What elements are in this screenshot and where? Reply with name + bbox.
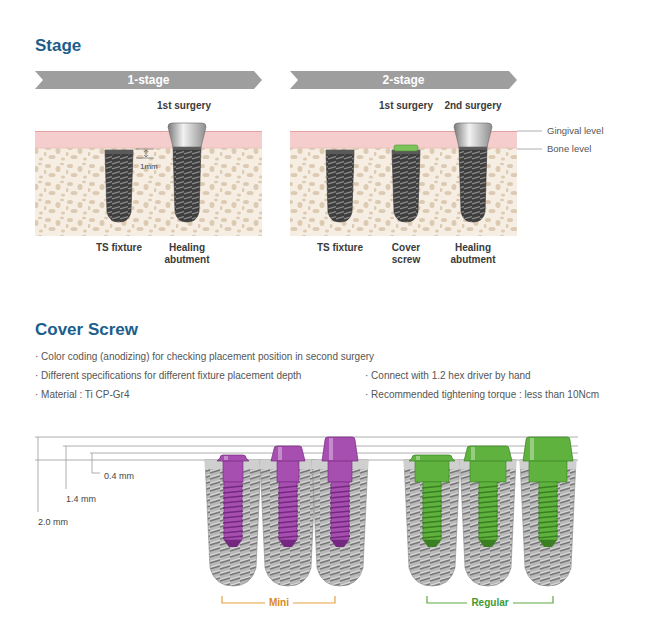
screw-tip	[331, 540, 349, 547]
banner-fill	[290, 71, 517, 89]
dimension-label: 1mm	[140, 162, 158, 172]
cover-screw	[394, 145, 418, 151]
screw-tip	[279, 540, 297, 547]
screw-collar	[415, 460, 449, 482]
group-label: Mini	[265, 597, 293, 609]
healing-abutment	[168, 123, 206, 147]
screw-shaft	[423, 482, 441, 540]
implant-fixture	[312, 460, 368, 586]
screw-head	[464, 446, 512, 461]
screw-highlight	[224, 456, 228, 460]
gingiva-band	[35, 131, 262, 148]
gingiva-edge	[35, 131, 262, 132]
screw-collar	[470, 460, 506, 482]
part-label: 1st surgery	[379, 100, 433, 112]
level-label: Gingival level	[547, 125, 604, 136]
implant-fixture	[460, 460, 516, 586]
screw-tip	[224, 540, 242, 547]
screw-highlight	[278, 447, 282, 460]
screw-collar	[277, 460, 299, 482]
screw-tip	[539, 540, 557, 547]
screw-shaft	[279, 482, 297, 540]
screw-head	[271, 446, 305, 461]
bullet-note: · Recommended tightening torque : less t…	[365, 389, 599, 401]
banner-fill	[35, 71, 262, 89]
stage-banner: 1-stage	[35, 71, 262, 89]
implant-fixture	[205, 460, 261, 586]
screw-head	[523, 437, 573, 461]
part-label: Cover screw	[383, 242, 429, 266]
section-heading: Cover Screw	[35, 320, 138, 340]
screw-highlight	[471, 447, 475, 460]
implant-fixture	[520, 460, 576, 586]
bullet-note: · Different specifications for different…	[35, 370, 301, 382]
dimension-arrow	[144, 150, 148, 157]
implant-fixture	[459, 146, 487, 222]
screw-collar	[529, 460, 567, 482]
screw-highlight	[416, 456, 420, 460]
screw-shaft	[539, 482, 557, 540]
screw-tip	[423, 540, 441, 547]
screw-thread	[538, 486, 558, 538]
screw-thread	[223, 486, 243, 538]
banner-label: 2-stage	[290, 71, 517, 89]
section-heading: Stage	[35, 36, 81, 56]
dimension-label: 1.4 mm	[66, 494, 96, 505]
screw-head	[322, 437, 358, 461]
screw-thread	[278, 486, 298, 538]
bullet-note: · Color coding (anodizing) for checking …	[35, 351, 374, 363]
level-label: Bone level	[547, 143, 591, 154]
screw-thread	[478, 486, 498, 538]
stage-banner: 2-stage	[290, 71, 517, 89]
screw-highlight	[530, 438, 534, 460]
dimension-line	[136, 149, 154, 158]
screw-collar	[223, 460, 243, 482]
part-label: 1st surgery	[157, 100, 211, 112]
bone-area	[35, 148, 262, 236]
part-label: Healing abutment	[438, 242, 508, 266]
screw-thread	[330, 486, 350, 538]
fixture-collar	[326, 150, 354, 154]
dimension-label: 0.4 mm	[104, 471, 134, 482]
screw-tip	[479, 540, 497, 547]
screw-thread	[422, 486, 442, 538]
screw-head	[409, 455, 455, 461]
dimension-line	[38, 437, 100, 512]
screw-shaft	[331, 482, 349, 540]
part-label: TS fixture	[89, 242, 149, 254]
implant-fixture	[404, 460, 460, 586]
healing-abutment	[454, 123, 492, 147]
dimension-line	[35, 437, 578, 460]
screw-shaft	[479, 482, 497, 540]
implant-fixture	[105, 150, 133, 222]
screw-head	[217, 455, 249, 461]
banner-label: 1-stage	[35, 71, 262, 89]
dimension-label: 2.0 mm	[38, 517, 68, 528]
screw-collar	[328, 460, 352, 482]
part-label: 2nd surgery	[444, 100, 501, 112]
implant-fixture	[326, 150, 354, 222]
part-label: TS fixture	[310, 242, 370, 254]
implant-fixture	[260, 460, 316, 586]
screw-highlight	[329, 438, 333, 460]
bone-edge	[35, 148, 262, 149]
implant-fixture	[392, 150, 420, 222]
bullet-note: · Material : Ti CP-Gr4	[35, 389, 129, 401]
implant-fixture	[173, 146, 201, 222]
group-label: Regular	[467, 597, 512, 609]
screw-shaft	[224, 482, 242, 540]
fixture-collar	[105, 150, 133, 154]
bullet-note: · Connect with 1.2 hex driver by hand	[365, 370, 531, 382]
leader-line	[517, 131, 542, 149]
part-label: Healing abutment	[152, 242, 222, 266]
